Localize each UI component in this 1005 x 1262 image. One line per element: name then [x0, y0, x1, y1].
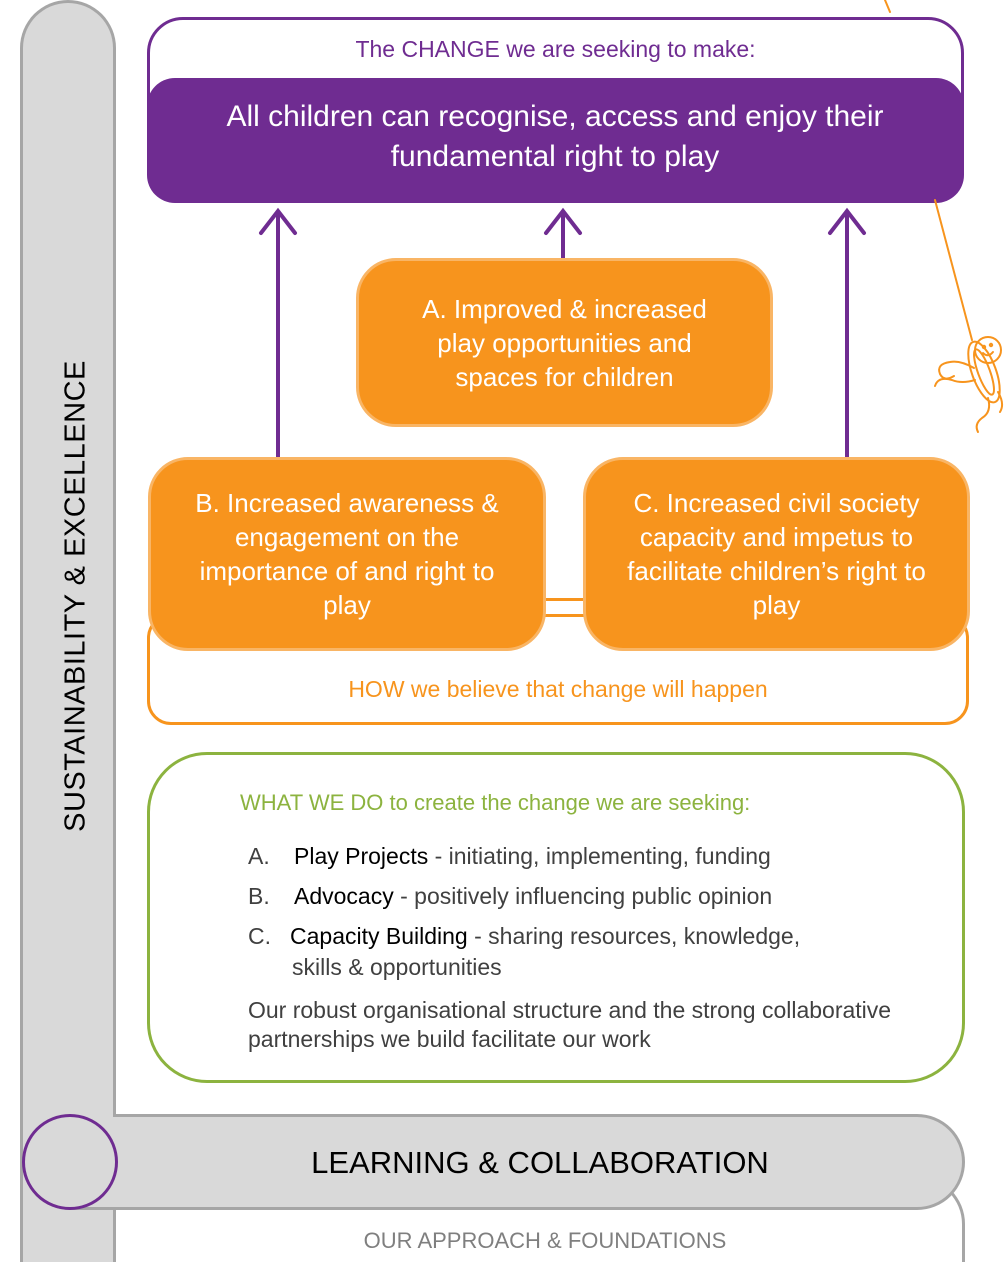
what-item-name: Advocacy — [294, 883, 394, 909]
foundations-label: OUR APPROACH & FOUNDATIONS — [363, 1228, 727, 1253]
what-item-b: B. Advocacy - positively influencing publ… — [248, 883, 772, 910]
what-item-letter: A. — [248, 843, 270, 869]
what-item-desc: - positively influencing public opinion — [393, 883, 773, 909]
what-title: WHAT WE DO to create the change we are s… — [240, 790, 751, 815]
arrow-a-head — [544, 207, 582, 235]
what-item-desc: - sharing resources, knowledge, — [467, 923, 801, 949]
what-box — [147, 752, 965, 1083]
learning-bar — [22, 1114, 965, 1210]
corner-circle — [22, 1114, 118, 1210]
what-footer: Our robust organisational structure and … — [248, 997, 892, 1052]
what-item-desc: - initiating, implementing, funding — [428, 843, 771, 869]
what-item-c: C. Capacity Building - sharing resources,… — [248, 923, 800, 950]
outcome-a: A. Improved & increased play opportuniti… — [356, 258, 773, 427]
b-c-connector — [540, 598, 590, 601]
arrow-c-head — [828, 207, 866, 235]
outcome-c: C. Increased civil society capacity and … — [583, 457, 970, 651]
arrow-b-head — [259, 207, 297, 235]
sustainability-bar — [20, 0, 116, 1262]
outcome-b: B. Increased awareness & engagement on t… — [148, 457, 546, 651]
change-label: The CHANGE we are seeking to make: — [355, 36, 756, 62]
learning-label: LEARNING & COLLABORATION — [311, 1145, 769, 1180]
what-item-a: A. Play Projects - initiating, implementi… — [248, 843, 771, 870]
what-item-letter: B. — [248, 883, 270, 909]
what-item-name: Capacity Building — [290, 923, 468, 949]
outcome-a-text: A. Improved & increased play opportuniti… — [422, 293, 707, 392]
outcome-b-text: B. Increased awareness & engagement on t… — [195, 488, 499, 620]
outcome-c-text: C. Increased civil society capacity and … — [627, 488, 926, 620]
how-label: HOW we believe that change will happen — [348, 676, 768, 702]
change-statement-box — [147, 78, 964, 203]
what-item-name: Play Projects — [294, 843, 429, 869]
what-item-letter: C. — [248, 923, 271, 949]
swinging-child-icon — [884, 0, 1004, 433]
change-statement: All children can recognise, access and e… — [226, 100, 884, 173]
what-item-c-cont: skills & opportunities — [292, 954, 502, 980]
